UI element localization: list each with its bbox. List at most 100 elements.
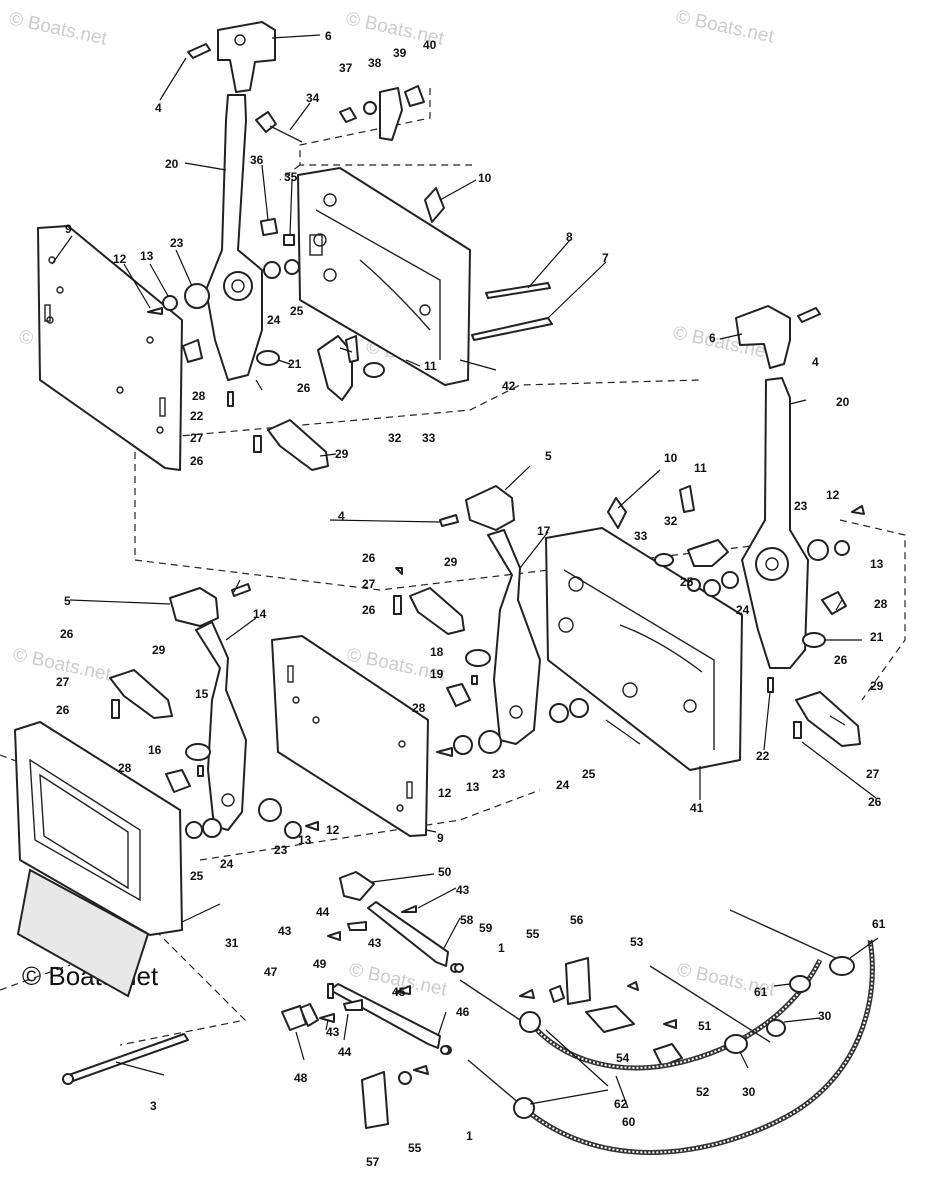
callout-label: 20 [165,157,179,171]
callout-label: 12 [326,823,340,837]
watermark: © Boats.net [7,8,109,49]
spring [345,335,359,363]
screw [339,107,357,123]
callout-label: 24 [267,313,281,327]
throttle-lever [741,377,809,669]
knob [255,111,277,133]
callout-label: 18 [430,645,444,659]
callout-label: 43 [326,1025,340,1039]
callout-label: 62 [614,1097,628,1111]
callout-label: 27 [56,675,70,689]
screw [147,307,163,315]
callout-label: 19 [430,667,444,681]
callout-label: 5 [545,449,552,463]
callout-label: 10 [664,451,678,465]
callout-label: 25 [582,767,596,781]
assembly-outlines [0,88,906,1046]
callout-label: 1 [498,941,505,955]
callout-label: 27 [362,577,376,591]
screw [627,981,639,991]
callout-label: 11 [694,461,707,475]
callout-label: 25 [290,304,304,318]
callout-label: 20 [836,395,850,409]
switch-bracket [361,1071,389,1129]
bushing [182,339,203,363]
adjust-knob [281,1005,307,1031]
callout-label: 23 [170,236,184,250]
through-bolt [471,317,553,341]
callout-label: 30 [818,1009,832,1023]
callout-label: 32 [664,514,678,528]
control-knob [169,587,219,627]
callout-label: 51 [698,1019,712,1033]
link-rod [795,691,861,747]
callout-label: 61 [754,985,768,999]
callout-label: 8 [566,230,573,244]
callout-label: 28 [874,597,888,611]
trim-plate [16,868,150,998]
warmup-button [424,187,445,223]
watermark: © Boats.net [674,6,776,47]
callout-label: 13 [870,557,884,571]
screw [797,307,821,323]
shift-lever [487,529,541,745]
link-rod [409,587,465,635]
cam-lever [687,539,729,567]
callout-label: 26 [834,653,848,667]
callout-label: 5 [64,594,71,608]
bushing [446,683,471,707]
callout-label: 30 [742,1085,756,1099]
callout-label: 12 [438,786,452,800]
callout-label: 10 [478,171,492,185]
callout-label: 23 [794,499,808,513]
callout-label: 24 [736,603,750,617]
callout-label: 23 [274,843,288,857]
callout-label: 13 [298,833,312,847]
control-knob [465,485,515,531]
screw [413,1065,429,1075]
callout-label: 28 [118,761,132,775]
pin [327,931,341,941]
control-housing [297,167,471,386]
callout-label: 9 [437,831,444,845]
callout-label: 36 [250,153,264,167]
cable-assembly [281,871,875,1155]
callout-label: 22 [190,409,204,423]
lower-control-assembly [14,583,429,1085]
callout-label: 44 [316,905,330,919]
callout-label: 29 [870,679,884,693]
screw [305,821,319,831]
callout-label: 55 [408,1141,422,1155]
callout-label: 16 [148,743,162,757]
callout-label: 13 [140,249,154,263]
callout-label: 53 [630,935,644,949]
callout-label: 14 [253,607,267,621]
callout-label: 12 [113,252,127,266]
callout-label: 60 [622,1115,636,1129]
screw [395,567,403,575]
callout-label: 54 [616,1051,630,1065]
bushing [165,769,191,793]
callout-label: 6 [709,331,716,345]
right-control-assembly [393,305,865,771]
callout-label: 32 [388,431,402,445]
callout-label: 34 [306,91,320,105]
callout-label: 24 [556,778,570,792]
bracket [339,871,375,901]
callout-label: 9 [65,222,72,236]
screw [663,1019,677,1029]
pin [343,999,363,1011]
throttle-lever [205,94,263,381]
screw [436,747,453,757]
callout-label: 28 [412,701,426,715]
pin [319,1013,335,1023]
pin [401,905,417,913]
callout-label: 35 [284,170,298,184]
warmup-button [607,497,627,529]
spring [679,485,695,513]
callout-label: 26 [56,703,70,717]
roller [404,85,425,107]
callout-label: 33 [634,529,648,543]
callout-label: 26 [868,795,882,809]
